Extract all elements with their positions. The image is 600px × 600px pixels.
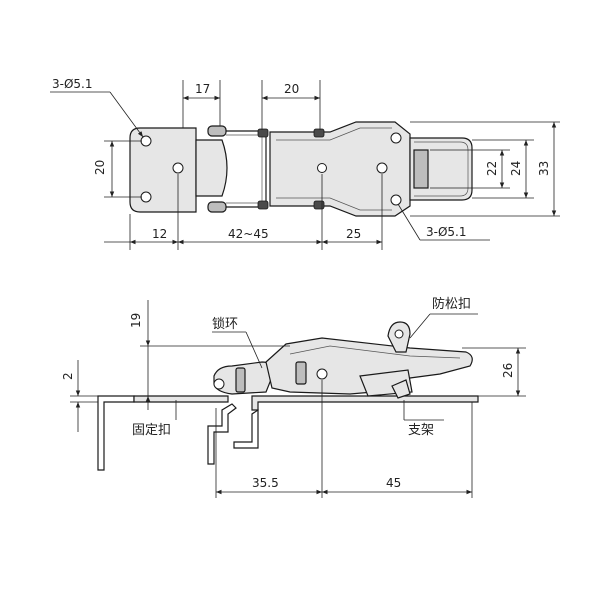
dim-hole-note-right: 3-Ø5.1 [426, 225, 467, 239]
lever-body-top [269, 121, 411, 217]
label-lock-ring: 锁环 [212, 316, 238, 332]
dim-20-vertical: 20 [93, 160, 107, 175]
lever-rivet-bottom-2 [313, 200, 325, 210]
catch-pin-top [207, 125, 227, 137]
hole-bottom-left [140, 191, 152, 203]
lock-ring-pivot [213, 378, 225, 390]
dim-35-5: 35.5 [252, 476, 279, 490]
lever-rivet-top-1 [257, 128, 269, 138]
lock-ring-top-view [226, 130, 267, 208]
label-anti-loosen: 防松扣 [432, 296, 471, 312]
lever-pivot-side [316, 368, 328, 380]
hole-middle-left [172, 162, 184, 174]
hole-top-left [140, 135, 152, 147]
top-view: 3-Ø5.1 17 20 20 22 24 33 [50, 77, 560, 250]
latch-slot [413, 149, 429, 189]
catch-pin-bottom [207, 201, 227, 213]
lever-rivet-bottom-1 [257, 200, 269, 210]
dim-25: 25 [346, 227, 361, 241]
hole-top-right [390, 132, 402, 144]
dim-26: 26 [501, 363, 515, 378]
label-bracket: 支架 [408, 423, 434, 438]
dim-2: 2 [61, 372, 75, 380]
middle-bracket [207, 403, 237, 465]
dim-33: 33 [537, 161, 551, 176]
fixed-catch-bracket [97, 395, 135, 471]
dim-12: 12 [152, 227, 167, 241]
hole-bottom-right [390, 194, 402, 206]
label-fixed-catch: 固定扣 [132, 423, 171, 438]
catch-hook [195, 139, 228, 197]
dim-45: 45 [386, 476, 401, 490]
lever-rivet-top-2 [313, 128, 325, 138]
catch-base-plate [133, 395, 229, 403]
side-view: 19 2 26 35.5 45 锁环 防松扣 固定扣 支架 [61, 296, 526, 498]
dim-hole-note-left: 3-Ø5.1 [52, 77, 93, 91]
lever-center-hole [317, 163, 327, 173]
dim-19: 19 [129, 313, 143, 328]
dim-22: 22 [485, 161, 499, 176]
dim-42-45: 42~45 [228, 227, 269, 241]
dim-17: 17 [195, 82, 210, 96]
dim-20-top: 20 [284, 82, 299, 96]
hole-middle-right [376, 162, 388, 174]
catch-plate-left [129, 127, 197, 213]
dim-24: 24 [509, 161, 523, 176]
bracket-base [251, 395, 479, 411]
